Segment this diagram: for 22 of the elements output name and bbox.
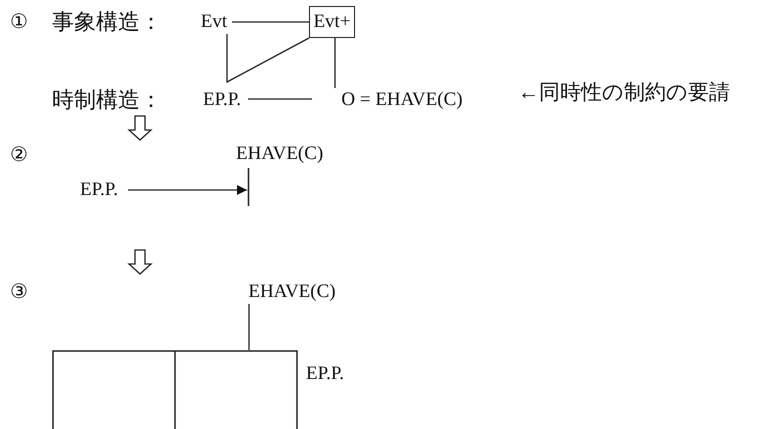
circled-number: ②: [10, 143, 28, 167]
note-text: ←同時性の制約の要請: [518, 80, 730, 106]
circled-number: ①: [10, 10, 28, 34]
term-label: EHAVE(C): [236, 280, 348, 304]
connector-line: [334, 38, 336, 88]
connector-line: [248, 304, 250, 350]
tick-mark: [247, 168, 250, 206]
structure-label: 時制構造：: [52, 87, 162, 114]
term-label: EP.P.: [72, 178, 126, 202]
connector-line: [232, 21, 309, 23]
term-box: Evt+: [309, 6, 355, 38]
arrow: [128, 185, 247, 195]
term-label: Evt: [198, 10, 230, 34]
connector-line: [226, 34, 310, 84]
structure-label: 事象構造：: [52, 9, 162, 36]
term-label: EP.P.: [198, 88, 246, 112]
time-label: EHAVE(C): [236, 143, 324, 166]
circled-number: ③: [10, 280, 28, 304]
term-label: O = EHAVE(C): [312, 88, 492, 112]
tree-bracket: [52, 350, 298, 429]
connector-line: [248, 98, 312, 100]
time-label: EP.P.: [306, 363, 344, 386]
